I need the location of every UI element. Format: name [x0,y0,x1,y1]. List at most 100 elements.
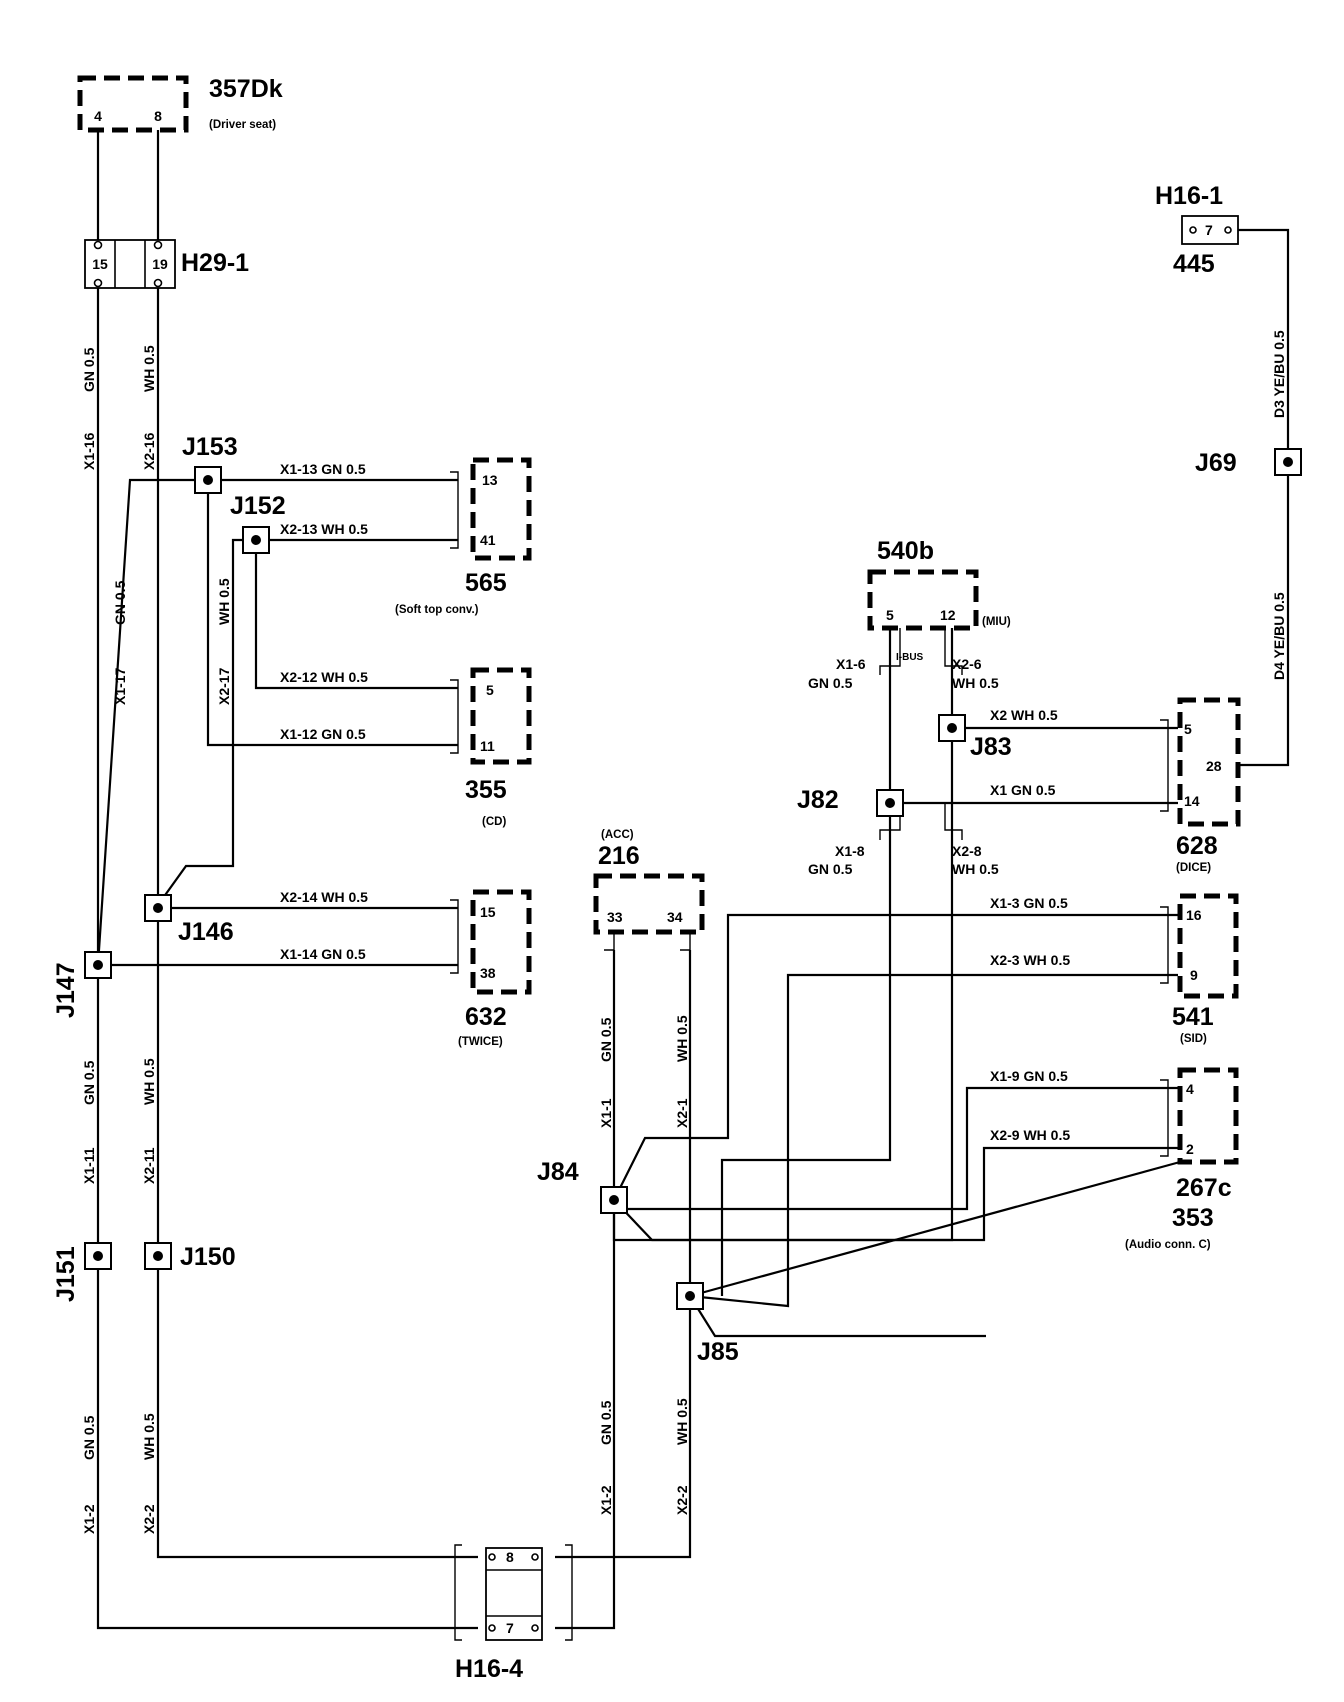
label-j153: J153 [182,433,238,461]
ibus-label: I-BUS [896,652,924,663]
svg-text:X1-3 GN 0.5: X1-3 GN 0.5 [990,895,1068,911]
svg-text:X1-12 GN 0.5: X1-12 GN 0.5 [280,726,366,742]
svg-text:D3 YE/BU 0.5: D3 YE/BU 0.5 [1271,330,1287,418]
svg-text:X2 WH 0.5: X2 WH 0.5 [990,707,1058,723]
svg-text:38: 38 [480,965,496,981]
svg-text:X1-2: X1-2 [598,1485,614,1515]
label-353: 353 [1172,1204,1214,1232]
svg-text:8: 8 [506,1549,514,1565]
svg-text:X2-12 WH 0.5: X2-12 WH 0.5 [280,669,368,685]
svg-text:WH 0.5: WH 0.5 [141,1058,157,1105]
svg-text:X2-11: X2-11 [141,1147,157,1184]
svg-text:WH 0.5: WH 0.5 [141,345,157,392]
svg-text:X1-16: X1-16 [81,432,97,470]
component-541: 16 9 541 (SID) [1172,893,1239,1045]
svg-text:X1-2: X1-2 [81,1504,97,1534]
label-540b: 540b [877,537,934,565]
label-216: 216 [598,842,640,870]
label-j84: J84 [537,1158,579,1186]
components: 4 8 357Dk (Driver seat) 15 19 H29-1 13 4… [77,75,1241,1683]
label-541: 541 [1172,1003,1214,1031]
svg-text:X1-6: X1-6 [836,656,866,672]
wire-x1-12 [206,480,458,747]
junction-j85 [676,1282,704,1310]
desc-632: (TWICE) [458,1036,503,1048]
wire-x1-3 [613,913,1178,1201]
wire-216-33 [604,932,615,951]
label-267c: 267c [1176,1174,1232,1202]
svg-text:X2-16: X2-16 [141,432,157,470]
svg-text:5: 5 [486,682,494,698]
label-355: 355 [465,776,507,804]
junction-j153 [194,466,222,494]
wire-x2-11 [156,908,478,1559]
svg-text:41: 41 [480,532,496,548]
connector-h16-4: 8 7 H16-4 [454,1544,573,1683]
label-h16-1: H16-1 [1155,182,1223,210]
svg-text:WH 0.5: WH 0.5 [141,1413,157,1460]
svg-text:X2-6: X2-6 [952,656,982,672]
svg-text:GN 0.5: GN 0.5 [81,347,97,392]
svg-text:WH 0.5: WH 0.5 [674,1398,690,1445]
junction-j83 [938,714,966,742]
svg-text:11: 11 [480,738,495,754]
component-355: 5 11 355 (CD) [465,667,532,828]
label-j147: J147 [52,962,80,1018]
label-445: 445 [1173,250,1215,278]
svg-text:X2-2: X2-2 [141,1504,157,1534]
component-565: 13 41 565 (Soft top conv.) [395,457,532,616]
wire-x1-9 [614,1086,1178,1211]
connector-h16-1: 7 H16-1 445 [1155,182,1239,278]
svg-text:X2-17: X2-17 [216,667,232,705]
component-628: 5 28 14 628 (DICE) [1176,697,1241,874]
wire-x1-11 [96,965,478,1630]
wire-x2-9 [613,1146,1178,1242]
label-628: 628 [1176,832,1218,860]
wire-d3 [1222,228,1290,462]
svg-text:WH 0.5: WH 0.5 [216,578,232,625]
svg-text:7: 7 [1205,222,1213,238]
component-632: 15 38 632 (TWICE) [458,889,532,1048]
label-j85: J85 [697,1338,739,1366]
junction-j146 [144,894,172,922]
svg-text:WH 0.5: WH 0.5 [674,1015,690,1062]
label-j150: J150 [180,1243,236,1271]
junctions [84,448,1302,1310]
svg-text:13: 13 [482,472,498,488]
desc-628: (DICE) [1176,862,1211,874]
wire-j85-x2-9 [689,1160,1181,1298]
junction-j150 [144,1242,172,1270]
desc-355: (CD) [482,816,506,828]
svg-text:15: 15 [92,256,108,272]
wire-x2-17 [157,538,256,906]
connector-h29-1: 15 19 H29-1 [84,239,249,289]
svg-text:28: 28 [1206,758,1222,774]
svg-text:X2-3 WH 0.5: X2-3 WH 0.5 [990,952,1070,968]
wire-x1-2-mid [555,1200,616,1630]
svg-text:WH 0.5: WH 0.5 [952,675,999,691]
label-357dk: 357Dk [209,75,283,103]
svg-text:X2-2: X2-2 [674,1485,690,1515]
junction-j69 [1274,448,1302,476]
label-j82: J82 [797,786,839,814]
svg-text:X2-9 WH 0.5: X2-9 WH 0.5 [990,1127,1070,1143]
label-j146: J146 [178,918,234,946]
svg-text:X1-1: X1-1 [598,1098,614,1128]
svg-text:D4 YE/BU 0.5: D4 YE/BU 0.5 [1271,592,1287,680]
label-j83: J83 [970,733,1012,761]
junction-j151 [84,1242,112,1270]
svg-text:X1-9 GN 0.5: X1-9 GN 0.5 [990,1068,1068,1084]
svg-text:4: 4 [94,108,102,124]
svg-text:X2-8: X2-8 [952,843,982,859]
junction-j84 [600,1186,628,1214]
wires [96,124,1290,1630]
svg-text:16: 16 [1186,907,1202,923]
svg-text:WH 0.5: WH 0.5 [952,861,999,877]
label-565: 565 [465,569,507,597]
wire-x2-2-mid [555,1296,692,1559]
label-j151: J151 [52,1246,80,1302]
component-357dk: 4 8 357Dk (Driver seat) [77,75,283,133]
svg-text:33: 33 [607,909,623,925]
wire-x2-12 [254,540,458,690]
